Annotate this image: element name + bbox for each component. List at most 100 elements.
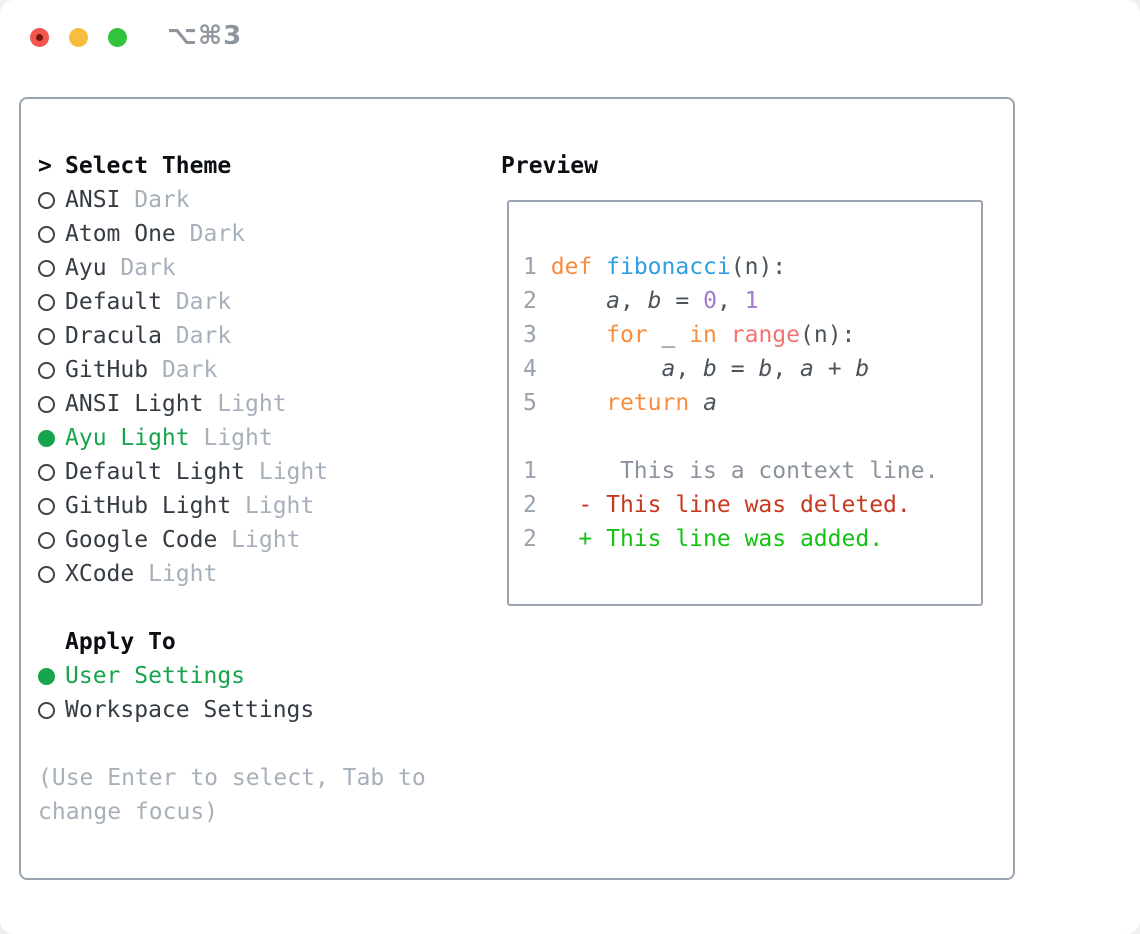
radio-icon <box>38 701 55 719</box>
token-kw: for <box>606 322 648 348</box>
token-idt: b <box>647 288 662 314</box>
token-pl: (n): <box>800 322 856 348</box>
token-idt: b <box>855 356 870 382</box>
theme-option-ansi-light[interactable]: ANSI Light Light <box>38 387 488 421</box>
window-titlebar: ⌥⌘3 <box>0 0 1140 72</box>
apply-to-header: Apply To <box>65 629 176 655</box>
variant-badge: Light <box>245 459 329 485</box>
token-pl <box>537 288 606 314</box>
preview-line: 5 return a <box>523 386 938 420</box>
theme-option-github-light[interactable]: GitHub Light Light <box>38 489 488 523</box>
token-fn: fibonacci <box>606 254 731 280</box>
variant-badge: Dark <box>161 323 232 349</box>
theme-option-github[interactable]: GitHub Dark <box>38 353 488 387</box>
theme-option-dracula[interactable]: Dracula Dark <box>38 319 488 353</box>
token-bi: range <box>730 322 801 348</box>
token-ln: 2 <box>523 288 537 314</box>
option-label: Dracula <box>65 323 162 349</box>
token-pl <box>537 492 579 518</box>
theme-option-google-code[interactable]: Google Code Light <box>38 523 488 557</box>
option-label: Workspace Settings <box>65 697 315 723</box>
variant-badge: Dark <box>175 221 246 247</box>
token-idt: a <box>661 356 676 382</box>
token-pl <box>717 322 731 348</box>
token-pl <box>537 458 620 484</box>
radio-icon <box>38 361 55 379</box>
token-pl <box>537 254 551 280</box>
token-num: 1 <box>744 288 759 314</box>
token-num: 0 <box>703 288 717 314</box>
focus-caret-icon: > <box>38 153 52 179</box>
variant-badge: Dark <box>106 255 176 281</box>
theme-option-default[interactable]: Default Dark <box>38 285 488 319</box>
token-ln: 1 <box>523 254 537 280</box>
option-label: ANSI <box>65 187 121 213</box>
token-idt: b <box>703 356 717 382</box>
token-pl: + <box>813 356 856 382</box>
theme-option-ayu-light[interactable]: Ayu Light Light <box>38 421 488 455</box>
radio-icon <box>38 191 55 209</box>
token-idt: a <box>703 390 717 416</box>
preview-line: 2 - This line was deleted. <box>523 488 938 522</box>
token-pl: , <box>772 356 801 382</box>
variant-badge: Light <box>134 561 218 587</box>
option-label: XCode <box>65 561 135 587</box>
option-label: ANSI Light <box>65 391 204 417</box>
token-ctx: This is a context line. <box>619 458 939 484</box>
token-kw: def <box>550 254 593 280</box>
theme-option-atom-one[interactable]: Atom One Dark <box>38 217 488 251</box>
variant-badge: Light <box>231 493 315 519</box>
theme-option-ayu[interactable]: Ayu Dark <box>38 251 488 285</box>
preview-line: 3 for _ in range(n): <box>523 318 938 352</box>
variant-badge: Dark <box>148 357 218 383</box>
token-pl <box>592 254 606 280</box>
token-ln: 1 <box>523 458 537 484</box>
selected-radio-icon <box>38 667 55 685</box>
preview-line: 1 This is a context line. <box>523 454 938 488</box>
close-button-icon[interactable] <box>29 27 49 47</box>
window-title: ⌥⌘3 <box>167 21 243 51</box>
token-pl <box>537 390 606 416</box>
option-label: Ayu Light <box>65 425 190 451</box>
option-label: GitHub <box>65 357 149 383</box>
option-label: Google Code <box>65 527 218 553</box>
token-ln: 3 <box>523 322 537 348</box>
minimize-button-icon[interactable] <box>68 27 88 47</box>
token-ln: 2 <box>523 526 537 552</box>
selected-radio-icon <box>38 429 55 447</box>
token-ln: 5 <box>523 390 537 416</box>
theme-option-ansi[interactable]: ANSI Dark <box>38 183 488 217</box>
token-pl <box>537 322 606 348</box>
radio-icon <box>38 531 55 549</box>
radio-icon <box>38 395 55 413</box>
radio-icon <box>38 259 55 277</box>
theme-option-xcode[interactable]: XCode Light <box>38 557 488 591</box>
radio-icon <box>38 497 55 515</box>
preview-line: 2 a, b = 0, 1 <box>523 284 938 318</box>
option-label: GitHub Light <box>65 493 232 519</box>
close-button-dot-icon <box>35 33 43 41</box>
zoom-button-icon[interactable] <box>107 27 127 47</box>
option-label: Default <box>65 289 162 315</box>
apply-option-user-settings[interactable]: User Settings <box>38 659 488 693</box>
apply-option-workspace-settings[interactable]: Workspace Settings <box>38 693 488 727</box>
option-label: Atom One <box>65 221 176 247</box>
token-pl <box>537 356 662 382</box>
token-pl: _ <box>647 322 690 348</box>
token-pl: , <box>619 288 648 314</box>
option-label: Ayu <box>65 255 107 281</box>
radio-icon <box>38 463 55 481</box>
help-text-line: change focus) <box>38 799 219 825</box>
token-kw: return <box>606 390 690 416</box>
theme-option-default-light[interactable]: Default Light Light <box>38 455 488 489</box>
variant-badge: Light <box>203 391 287 417</box>
preview-header: Preview <box>501 153 598 179</box>
help-text-line: (Use Enter to select, Tab to <box>38 765 426 791</box>
option-label: Default Light <box>65 459 246 485</box>
token-pl: , <box>675 356 704 382</box>
token-idt: b <box>758 356 773 382</box>
